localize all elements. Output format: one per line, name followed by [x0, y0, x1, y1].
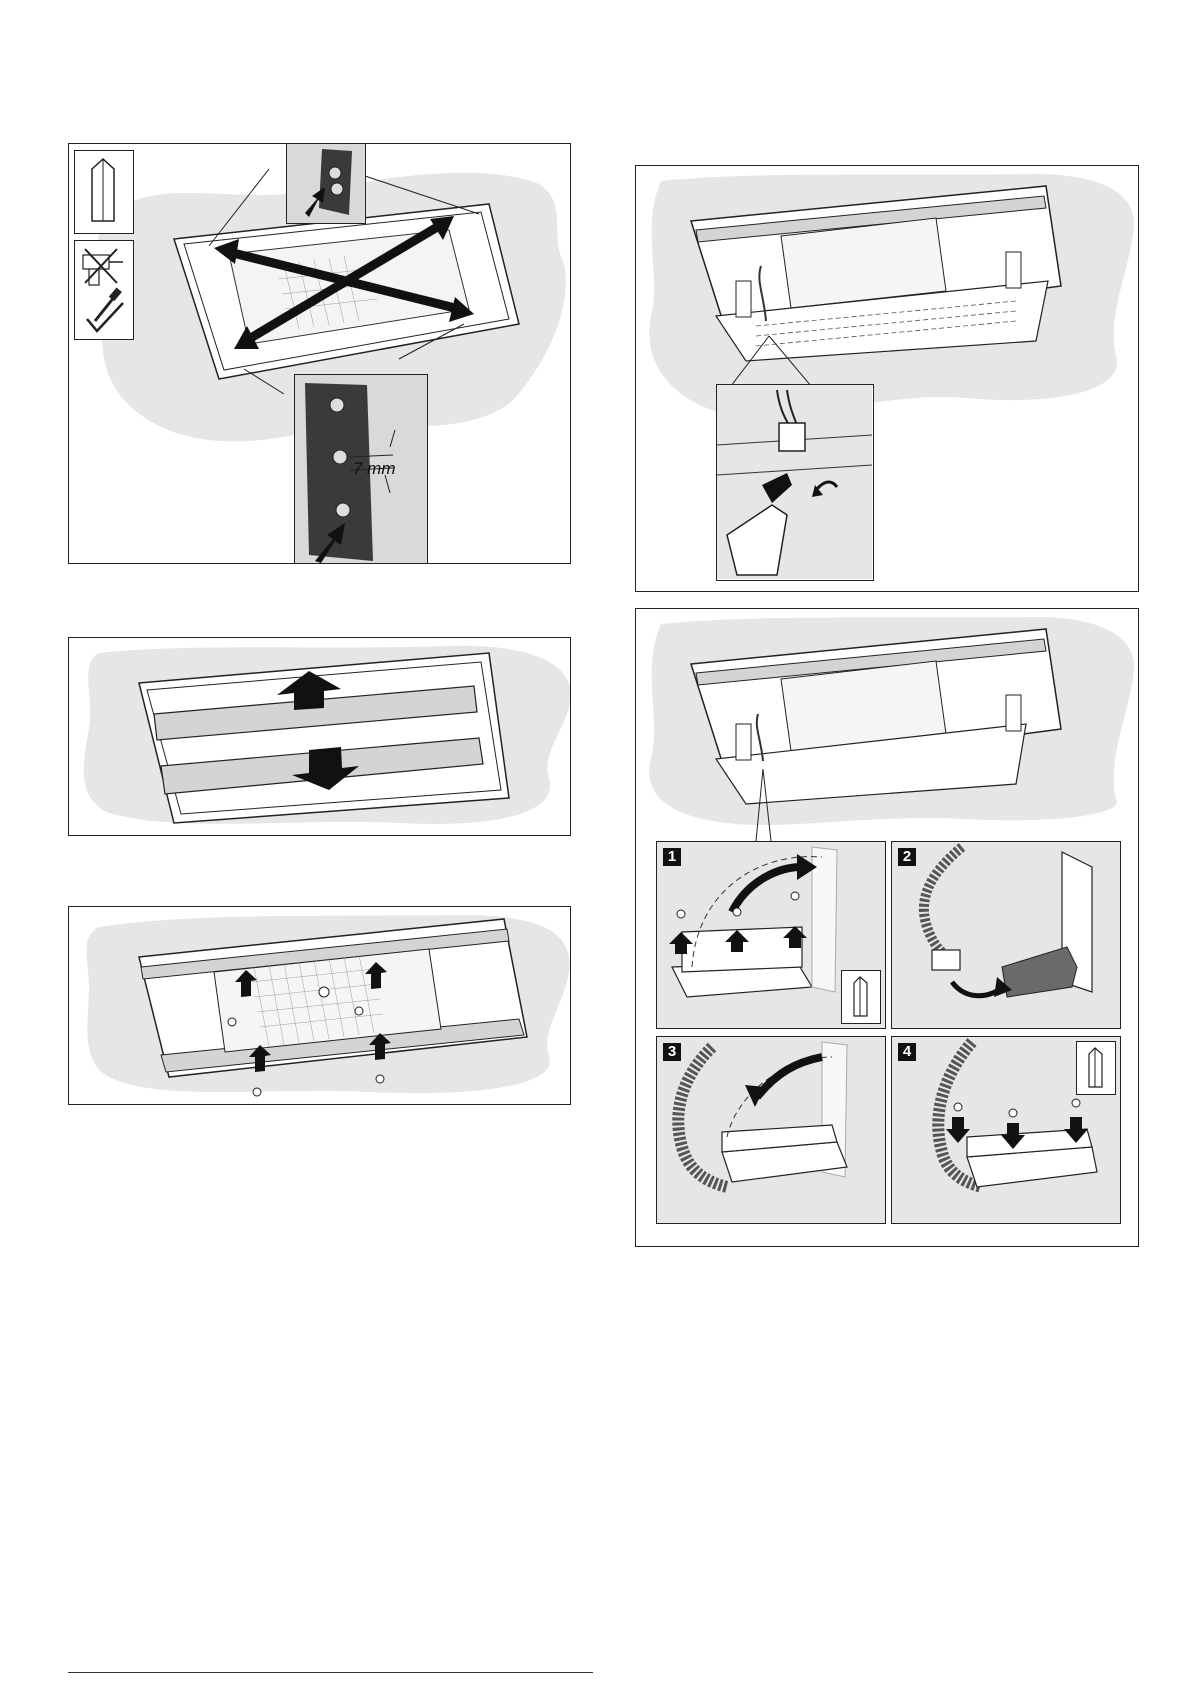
step-3: 3	[656, 1036, 886, 1224]
figure-filter-screws	[68, 906, 571, 1105]
bottom-bracket-detail: 7 mm	[294, 374, 428, 564]
allen-key-icon	[1076, 1041, 1116, 1095]
figure-remove-panels	[68, 637, 571, 836]
connector-zoom-detail	[716, 384, 874, 581]
allen-key-icon	[74, 150, 134, 234]
step-4: 4	[891, 1036, 1121, 1224]
figure-connector-detail	[635, 165, 1139, 592]
measurement-label: 7 mm	[353, 459, 396, 479]
footer-rule	[68, 1672, 593, 1673]
top-bracket-detail	[286, 143, 366, 224]
step-1: 1	[656, 841, 886, 1029]
screwdriver-check-icon	[87, 287, 123, 331]
tool-choice-icon	[74, 240, 134, 340]
figure-cable-box-steps: 1 2 3	[635, 608, 1139, 1247]
allen-key-icon	[841, 970, 881, 1024]
step-2: 2	[891, 841, 1121, 1029]
no-power-drill-icon	[75, 241, 132, 338]
figure-hood-screw-adjustment: 7 mm	[68, 143, 571, 564]
